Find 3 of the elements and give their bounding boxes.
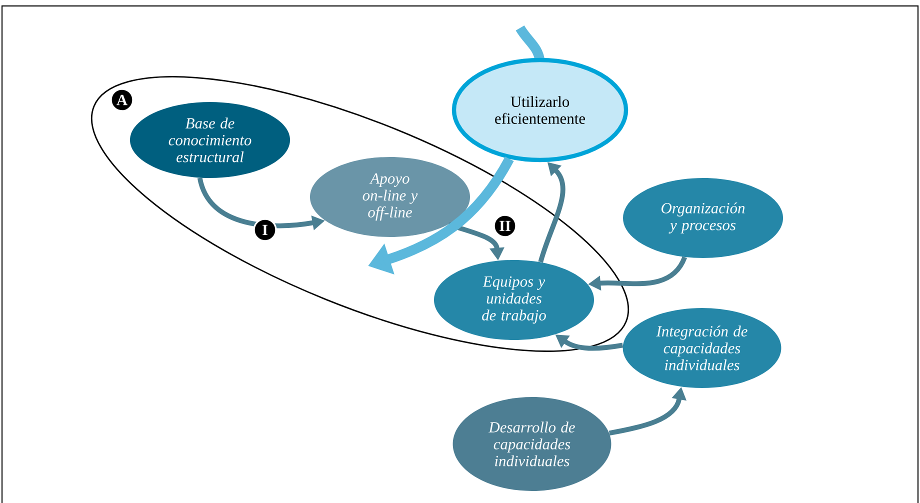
callout-badge: A xyxy=(110,88,134,112)
edge-label: II xyxy=(493,214,517,238)
edge-label: I xyxy=(253,218,277,242)
